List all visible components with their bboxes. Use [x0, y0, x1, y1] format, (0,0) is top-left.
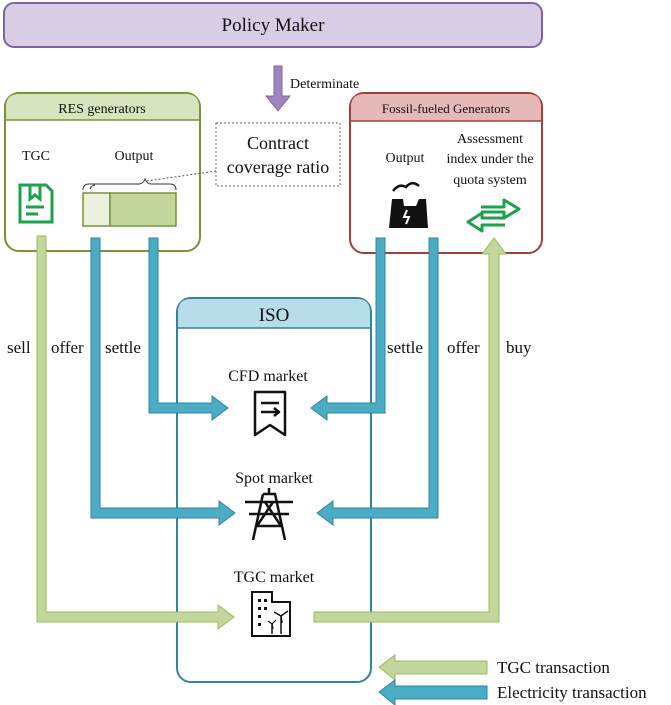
fossil-generators-title: Fossil-fueled Generators: [382, 101, 510, 116]
buy-label: buy: [506, 338, 532, 357]
determinate-label: Determinate: [290, 77, 359, 92]
offer-left-label: offer: [51, 338, 84, 357]
contract-coverage-line1: Contract: [247, 133, 309, 153]
settle-left-label: settle: [105, 338, 141, 357]
tgc-buy-arrow: [313, 237, 507, 623]
iso-box: [176, 297, 372, 683]
iso-title: ISO: [259, 305, 290, 326]
res-output-label: Output: [115, 149, 154, 164]
policy-maker-box: [3, 2, 543, 48]
policy-maker-label: Policy Maker: [222, 15, 326, 36]
assessment-line1: Assessment: [457, 132, 523, 147]
res-generators-title: RES generators: [58, 102, 145, 117]
contract-icon: [253, 390, 287, 437]
res-output-bar-remaining: [109, 192, 177, 227]
fossil-offer-arrow: [316, 237, 439, 526]
tgc-market-label: TGC market: [234, 569, 315, 586]
fossil-output-label: Output: [386, 151, 425, 166]
offer-right-label: offer: [447, 338, 480, 357]
settle-right-label: settle: [387, 338, 423, 357]
contract-coverage-line2: coverage ratio: [227, 157, 329, 177]
res-generators-header: [6, 94, 199, 120]
power-plant-icon: [389, 182, 428, 228]
fossil-generators-header: [351, 94, 541, 121]
exchange-arrows-icon: [466, 198, 521, 233]
sell-label: sell: [7, 338, 31, 357]
res-tgc-label: TGC: [22, 149, 50, 164]
legend-tgc-label: TGC transaction: [497, 658, 610, 677]
iso-header: [178, 299, 370, 328]
cfd-market-label: CFD market: [228, 368, 308, 385]
fossil-settle-arrow: [310, 237, 386, 421]
assessment-line3: quota system: [453, 173, 527, 188]
legend-tgc-arrow: [378, 654, 488, 682]
legend-electricity-label: Electricity transaction: [497, 683, 647, 702]
certificate-icon: [18, 183, 54, 224]
transmission-tower-icon: [245, 488, 293, 541]
res-offer-arrow: [90, 237, 236, 526]
tgc-sell-arrow: [36, 235, 235, 630]
determinate-arrow: [264, 65, 292, 112]
res-output-bar-share: [82, 192, 111, 227]
output-brace: [82, 177, 177, 191]
legend-electricity-arrow: [378, 679, 488, 705]
tgc-market-icon: [251, 591, 291, 637]
spot-market-label: Spot market: [235, 470, 313, 487]
contract-coverage-box: [215, 122, 341, 187]
res-settle-arrow: [148, 237, 229, 421]
assessment-line2: index under the: [446, 152, 533, 167]
